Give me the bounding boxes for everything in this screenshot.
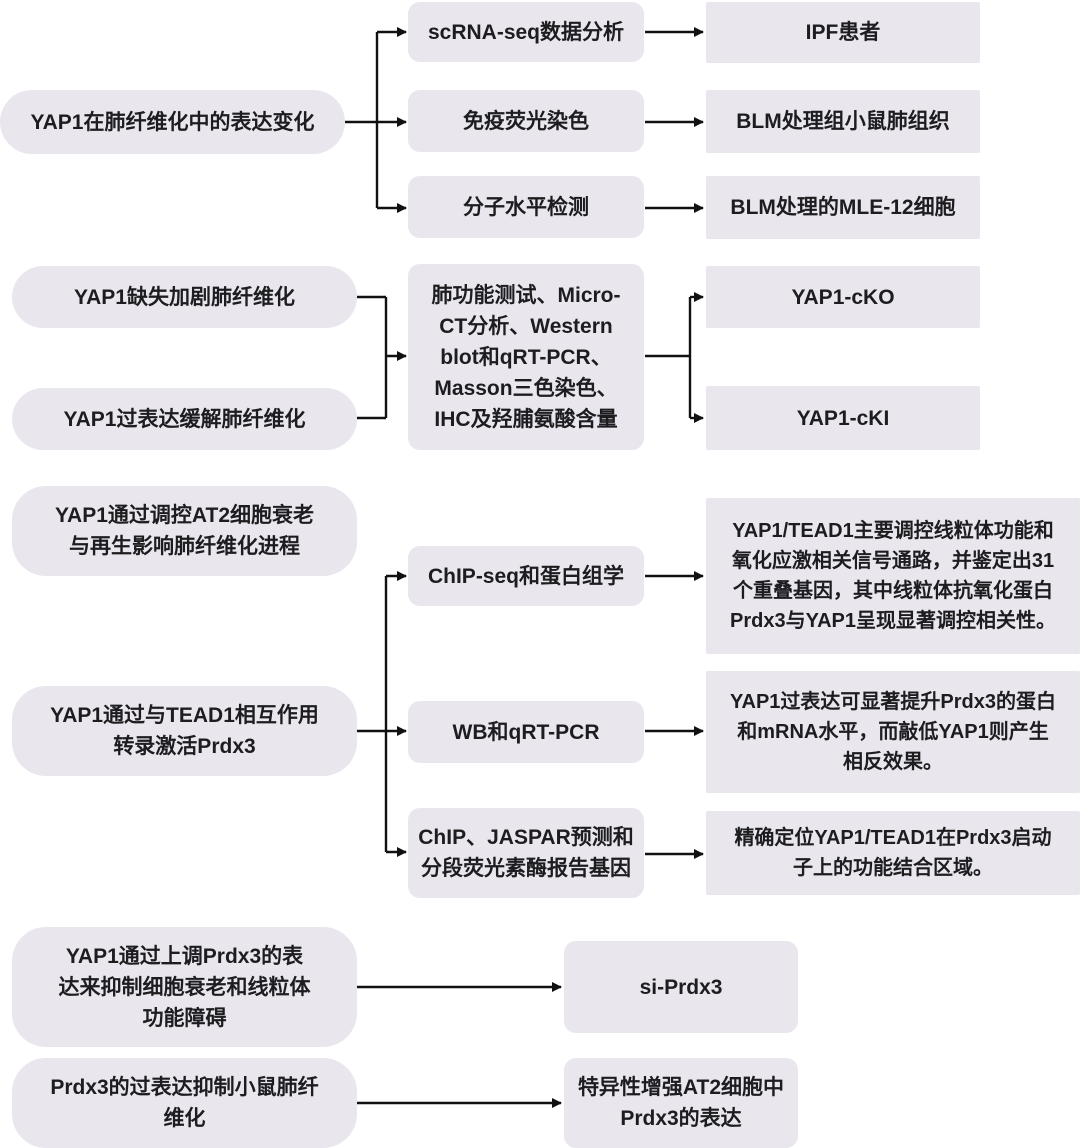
result-node: 精确定位YAP1/TEAD1在Prdx3启动 子上的功能结合区域。 [706,811,1080,895]
method-node: ChIP-seq和蛋白组学 [408,546,644,606]
topic-node: Prdx3的过表达抑制小鼠肺纤 维化 [12,1058,357,1148]
topic-node: YAP1通过上调Prdx3的表 达来抑制细胞衰老和线粒体 功能障碍 [12,927,357,1047]
result-node: YAP1-cKO [706,266,980,328]
result-node: YAP1过表达可显著提升Prdx3的蛋白 和mRNA水平，而敲低YAP1则产生 … [706,671,1080,793]
topic-node: YAP1过表达缓解肺纤维化 [12,388,357,450]
result-node: YAP1/TEAD1主要调控线粒体功能和 氧化应激相关信号通路，并鉴定出31 个… [706,498,1080,654]
method-node: si-Prdx3 [564,941,798,1033]
topic-node: YAP1通过与TEAD1相互作用 转录激活Prdx3 [12,686,357,776]
method-node: scRNA-seq数据分析 [408,2,644,62]
method-node: WB和qRT-PCR [408,701,644,763]
topic-node: YAP1在肺纤维化中的表达变化 [0,90,345,154]
topic-node: YAP1通过调控AT2细胞衰老 与再生影响肺纤维化进程 [12,486,357,576]
method-node: 肺功能测试、Micro- CT分析、Western blot和qRT-PCR、 … [408,264,644,450]
method-node: ChIP、JASPAR预测和 分段荧光素酶报告基因 [408,808,644,898]
result-node: YAP1-cKI [706,386,980,450]
topic-node: YAP1缺失加剧肺纤维化 [12,266,357,328]
method-node: 免疫荧光染色 [408,90,644,152]
method-node: 分子水平检测 [408,176,644,238]
result-node: BLM处理组小鼠肺组织 [706,90,980,153]
method-node: 特异性增强AT2细胞中 Prdx3的表达 [564,1058,798,1148]
result-node: IPF患者 [706,2,980,63]
result-node: BLM处理的MLE-12细胞 [706,176,980,239]
